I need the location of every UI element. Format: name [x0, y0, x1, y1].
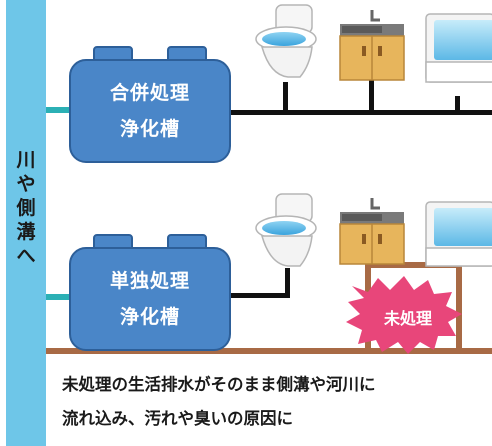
tank2-outlet-pipe — [44, 294, 70, 300]
tank2-drain-pipe — [226, 268, 290, 298]
tank1-outlet-pipe — [44, 107, 70, 113]
river-channel — [6, 0, 46, 446]
bathtub-icon — [425, 13, 492, 83]
tank1-label: 合併処理 浄化槽 — [109, 82, 190, 140]
tank2-body — [69, 247, 231, 351]
kitchen-sink-icon — [339, 198, 405, 265]
combined-system — [44, 46, 492, 163]
untreated-badge-label: 未処理 — [383, 309, 432, 328]
tank2-label: 単独処理 浄化槽 — [109, 270, 190, 328]
river-label: 川 や 側 溝 へ — [16, 149, 36, 267]
toilet-icon — [255, 4, 317, 78]
bathtub-icon — [425, 201, 492, 267]
kitchen-sink-icon — [339, 10, 405, 81]
caption: 未処理の生活排水がそのまま側溝や河川に 流れ込み、汚れや臭いの原因に — [62, 375, 376, 428]
tank1-drain-pipes — [226, 78, 492, 115]
untreated-burst-badge — [346, 276, 462, 354]
tank1-body — [69, 59, 231, 163]
toilet-icon — [255, 193, 317, 267]
